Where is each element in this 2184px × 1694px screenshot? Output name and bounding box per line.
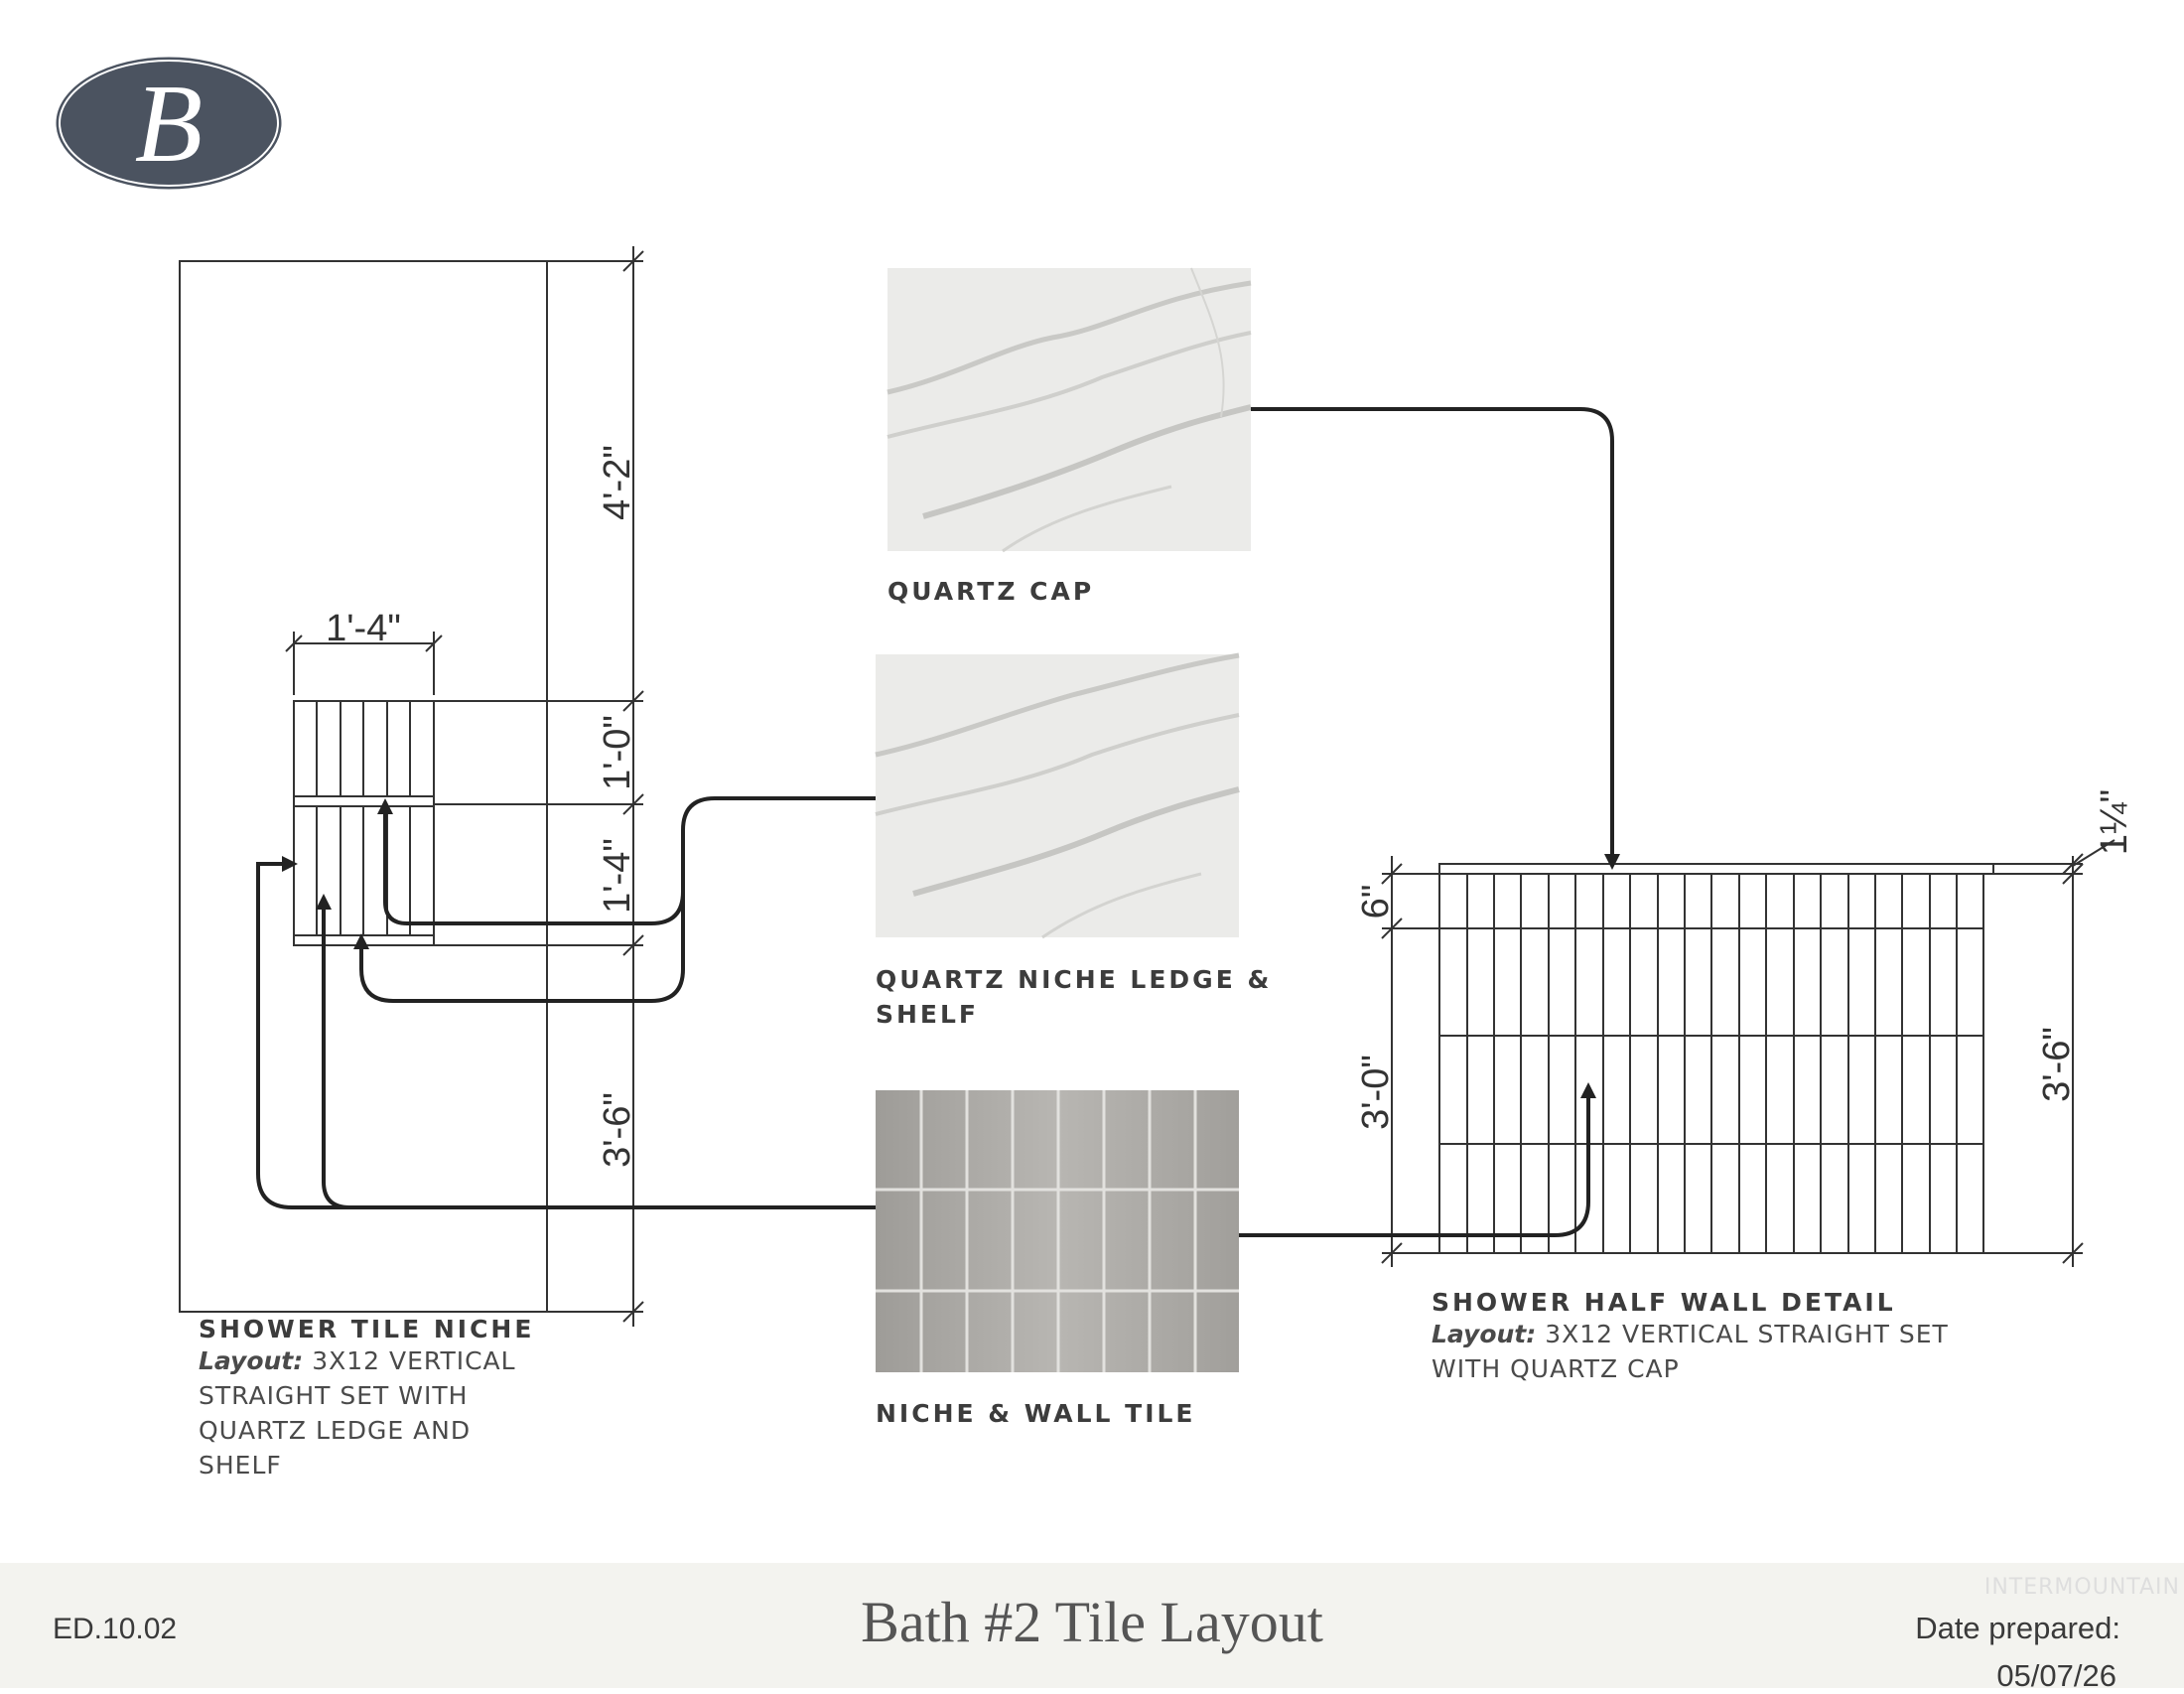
arrow-tile-to-niche-left bbox=[256, 856, 876, 1209]
dim-niche-width: 1'-4" bbox=[326, 608, 401, 649]
niche-ledge bbox=[293, 934, 435, 946]
halfwall-caption-body: Layout: 3X12 VERTICAL STRAIGHT SET WITH … bbox=[1432, 1317, 1949, 1386]
label-quartz-cap: QUARTZ CAP bbox=[887, 577, 1094, 606]
niche-caption-body: Layout: 3X12 VERTICAL STRAIGHT SET WITH … bbox=[199, 1343, 534, 1482]
arrow-cap-to-halfwall bbox=[1251, 407, 1620, 870]
halfwall-layout-line2: WITH QUARTZ CAP bbox=[1432, 1354, 1680, 1383]
halfwall-layout-label: Layout: bbox=[1432, 1320, 1537, 1348]
half-wall-tile-rows bbox=[1439, 927, 1983, 1145]
dim-base-height: 3'-6" bbox=[597, 1092, 638, 1168]
connector-lines bbox=[256, 407, 1620, 1237]
brand-logo: B bbox=[53, 54, 285, 193]
halfwall-caption: SHOWER HALF WALL DETAIL Layout: 3X12 VER… bbox=[1432, 1288, 1949, 1386]
halfwall-caption-title: SHOWER HALF WALL DETAIL bbox=[1432, 1288, 1896, 1317]
date-label: Date prepared: bbox=[1915, 1611, 2120, 1645]
niche-elevation bbox=[179, 246, 644, 1327]
niche-layout-line2: STRAIGHT SET WITH bbox=[199, 1381, 469, 1410]
dim-half-wall-top: 6" bbox=[1355, 885, 1397, 919]
arrow-ledge-to-shelf bbox=[377, 796, 876, 925]
dim-niche-lower: 1'-4" bbox=[597, 838, 638, 914]
watermark-text: INTERMOUNTAIN bbox=[1983, 1575, 2180, 1600]
dim-upper-height: 4'-2" bbox=[597, 445, 638, 520]
tile-layout-drawing: B 1'-4" 4'-2" bbox=[53, 54, 2135, 1428]
quartz-ledge-swatch bbox=[875, 652, 1240, 939]
quartz-cap-swatch bbox=[887, 267, 1252, 553]
dim-half-wall-total: 3'-6" bbox=[2036, 1027, 2078, 1102]
dim-niche-upper: 1'-0" bbox=[597, 715, 638, 790]
halfwall-layout-line1: 3X12 VERTICAL STRAIGHT SET bbox=[1545, 1320, 1949, 1348]
niche-shelf bbox=[293, 795, 435, 807]
niche-layout-line4: SHELF bbox=[199, 1451, 282, 1480]
page-title: Bath #2 Tile Layout bbox=[861, 1590, 1323, 1654]
niche-caption: SHOWER TILE NICHE Layout: 3X12 VERTICAL … bbox=[199, 1315, 534, 1482]
niche-layout-label: Layout: bbox=[199, 1346, 304, 1375]
label-ledge-line2: SHELF bbox=[876, 1000, 979, 1029]
logo-letter: B bbox=[135, 63, 203, 186]
half-wall-elevation bbox=[1381, 839, 2116, 1267]
dim-half-wall-lower: 3'-0" bbox=[1355, 1055, 1397, 1130]
niche-layout-line3: QUARTZ LEDGE AND bbox=[199, 1416, 472, 1445]
arrow-tile-to-niche-mid bbox=[316, 894, 350, 1209]
wall-tile-swatch bbox=[876, 1090, 1239, 1372]
date-value: 05/07/26 bbox=[1996, 1658, 2116, 1693]
half-wall-cap bbox=[1438, 863, 1994, 875]
label-ledge-line1: QUARTZ NICHE LEDGE & bbox=[876, 965, 1272, 994]
dim-cap-thickness: 1¼" bbox=[2094, 789, 2135, 855]
arrow-tile-to-halfwall bbox=[1239, 1082, 1596, 1237]
niche-tile-columns bbox=[316, 701, 411, 945]
half-wall-tile-columns bbox=[1466, 874, 1958, 1253]
label-wall-tile: NICHE & WALL TILE bbox=[876, 1399, 1196, 1428]
page-footer: ED.10.02 Bath #2 Tile Layout INTERMOUNTA… bbox=[0, 1563, 2184, 1693]
page-code: ED.10.02 bbox=[53, 1613, 178, 1645]
arrow-ledge-to-ledge bbox=[353, 892, 685, 1003]
niche-layout-line1: 3X12 VERTICAL bbox=[312, 1346, 516, 1375]
niche-caption-title: SHOWER TILE NICHE bbox=[199, 1315, 535, 1343]
